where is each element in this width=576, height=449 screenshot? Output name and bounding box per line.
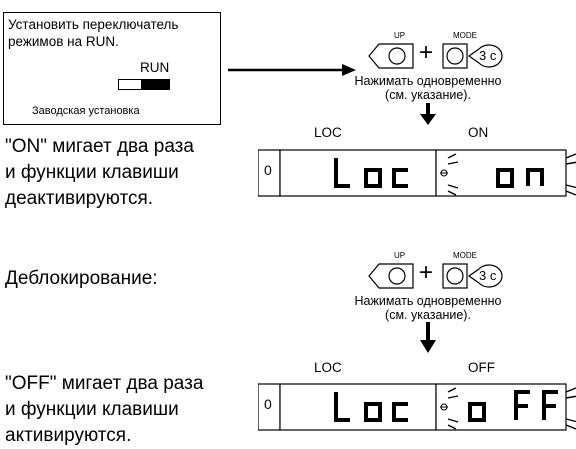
switch-instruction-line2: режимов на RUN. — [8, 34, 119, 49]
press-note-line2: (см. указание). — [385, 88, 471, 102]
unlock-left-display-label: LOC — [314, 360, 342, 375]
press-note-line2-2: (см. указание). — [385, 308, 471, 322]
lock-left-display-label: LOC — [314, 125, 342, 140]
button-group-unlock: UP MODE + 3 с — [355, 251, 515, 294]
hold-time-2: 3 с — [479, 268, 497, 283]
up-label: UP — [394, 31, 406, 40]
lock-right-display-label: ON — [468, 125, 489, 140]
down-arrow-icon — [420, 114, 436, 125]
press-note-line1: Нажимать одновременно — [354, 74, 502, 88]
lock-caption-line3: деактивируются. — [5, 188, 154, 209]
button-group-lock: UP MODE + 3 с — [355, 31, 515, 74]
lock-caption-line2: и функции клавиши — [5, 162, 179, 183]
mode-label-2: MODE — [453, 251, 477, 260]
factory-setting-label: Заводская установка — [32, 105, 140, 117]
up-button-icon[interactable] — [355, 34, 515, 74]
mode-button-icon-2[interactable] — [355, 254, 515, 294]
mode-label: MODE — [453, 31, 477, 40]
mode-switch — [118, 79, 170, 90]
mode-button-icon[interactable] — [355, 34, 515, 74]
lock-display-panel: 0 — [258, 148, 576, 200]
mode-switch-slider — [141, 80, 169, 89]
plus-sign-2: + — [419, 259, 434, 286]
switch-instruction-line1: Установить переключатель — [8, 17, 179, 32]
unlock-caption-line2: и функции клавиши — [5, 399, 179, 420]
unlock-heading: Деблокирование: — [5, 268, 158, 289]
down-arrow-icon-2 — [420, 340, 436, 353]
up-label-2: UP — [394, 251, 406, 260]
plus-sign: + — [419, 39, 434, 66]
lock-indicator: 0 — [264, 162, 272, 178]
right-arrow-icon — [342, 64, 356, 76]
hold-time: 3 с — [479, 48, 497, 63]
run-label: RUN — [140, 60, 170, 75]
unlock-display-panel: 0 — [258, 382, 576, 434]
up-button-icon-2[interactable] — [355, 254, 515, 294]
press-note-line1-2: Нажимать одновременно — [354, 294, 502, 308]
unlock-indicator: 0 — [264, 396, 272, 412]
unlock-caption-line3: активируются. — [5, 425, 132, 446]
unlock-right-display-label: OFF — [468, 360, 495, 375]
lock-caption-line1: "ON" мигает два раза — [5, 136, 194, 157]
mode-switch-box: Установить переключатель режимов на RUN.… — [3, 12, 221, 125]
unlock-caption-line1: "OFF" мигает два раза — [5, 373, 204, 394]
